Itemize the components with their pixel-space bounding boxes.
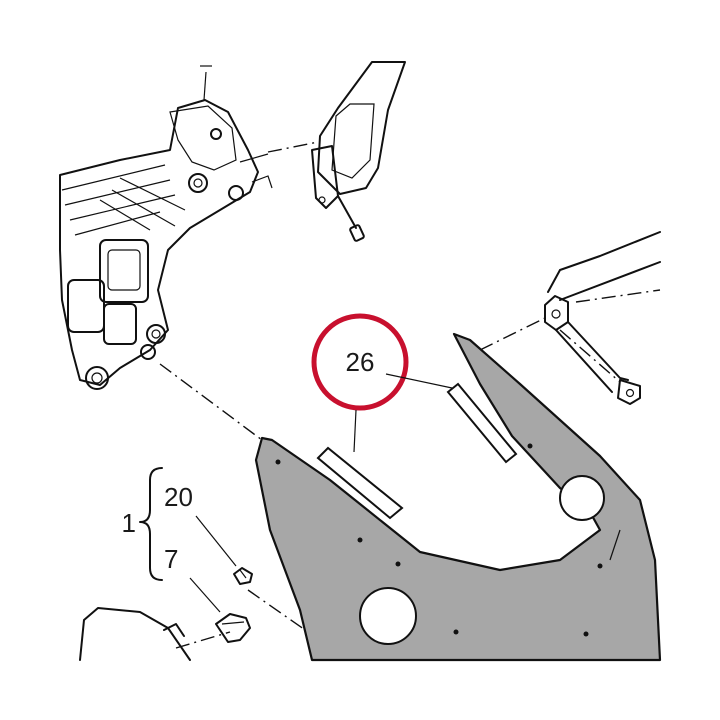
fairing-vent-left: [359, 587, 417, 645]
callout-26: 26: [311, 313, 453, 453]
front-fairing: [254, 332, 662, 662]
callout-7-label: 7: [164, 544, 178, 574]
leader-20: [195, 515, 237, 567]
fairing-panel: [254, 332, 662, 662]
leader-26-down: [353, 409, 357, 453]
fairing-vent-right: [559, 475, 605, 521]
leader-26-right: [385, 373, 453, 389]
leader-7: [189, 577, 221, 613]
foam-strips: [316, 382, 518, 520]
foam-strip-right: [446, 382, 518, 464]
screw-20: [233, 567, 253, 585]
frame-assembly: [59, 65, 273, 390]
callout-26-label: 26: [346, 347, 375, 377]
foam-strip-left: [316, 446, 404, 520]
callout-20-label: 20: [164, 482, 193, 512]
fairing-bracket: [544, 231, 661, 405]
group-brace: [139, 467, 163, 581]
side-panel: [79, 607, 191, 661]
callout-group-1: 1 20 7: [122, 467, 237, 613]
insert-7: [215, 613, 251, 643]
mirror-assembly: [311, 61, 406, 242]
callout-1-label: 1: [122, 508, 136, 538]
highlight-ring: [311, 313, 409, 411]
